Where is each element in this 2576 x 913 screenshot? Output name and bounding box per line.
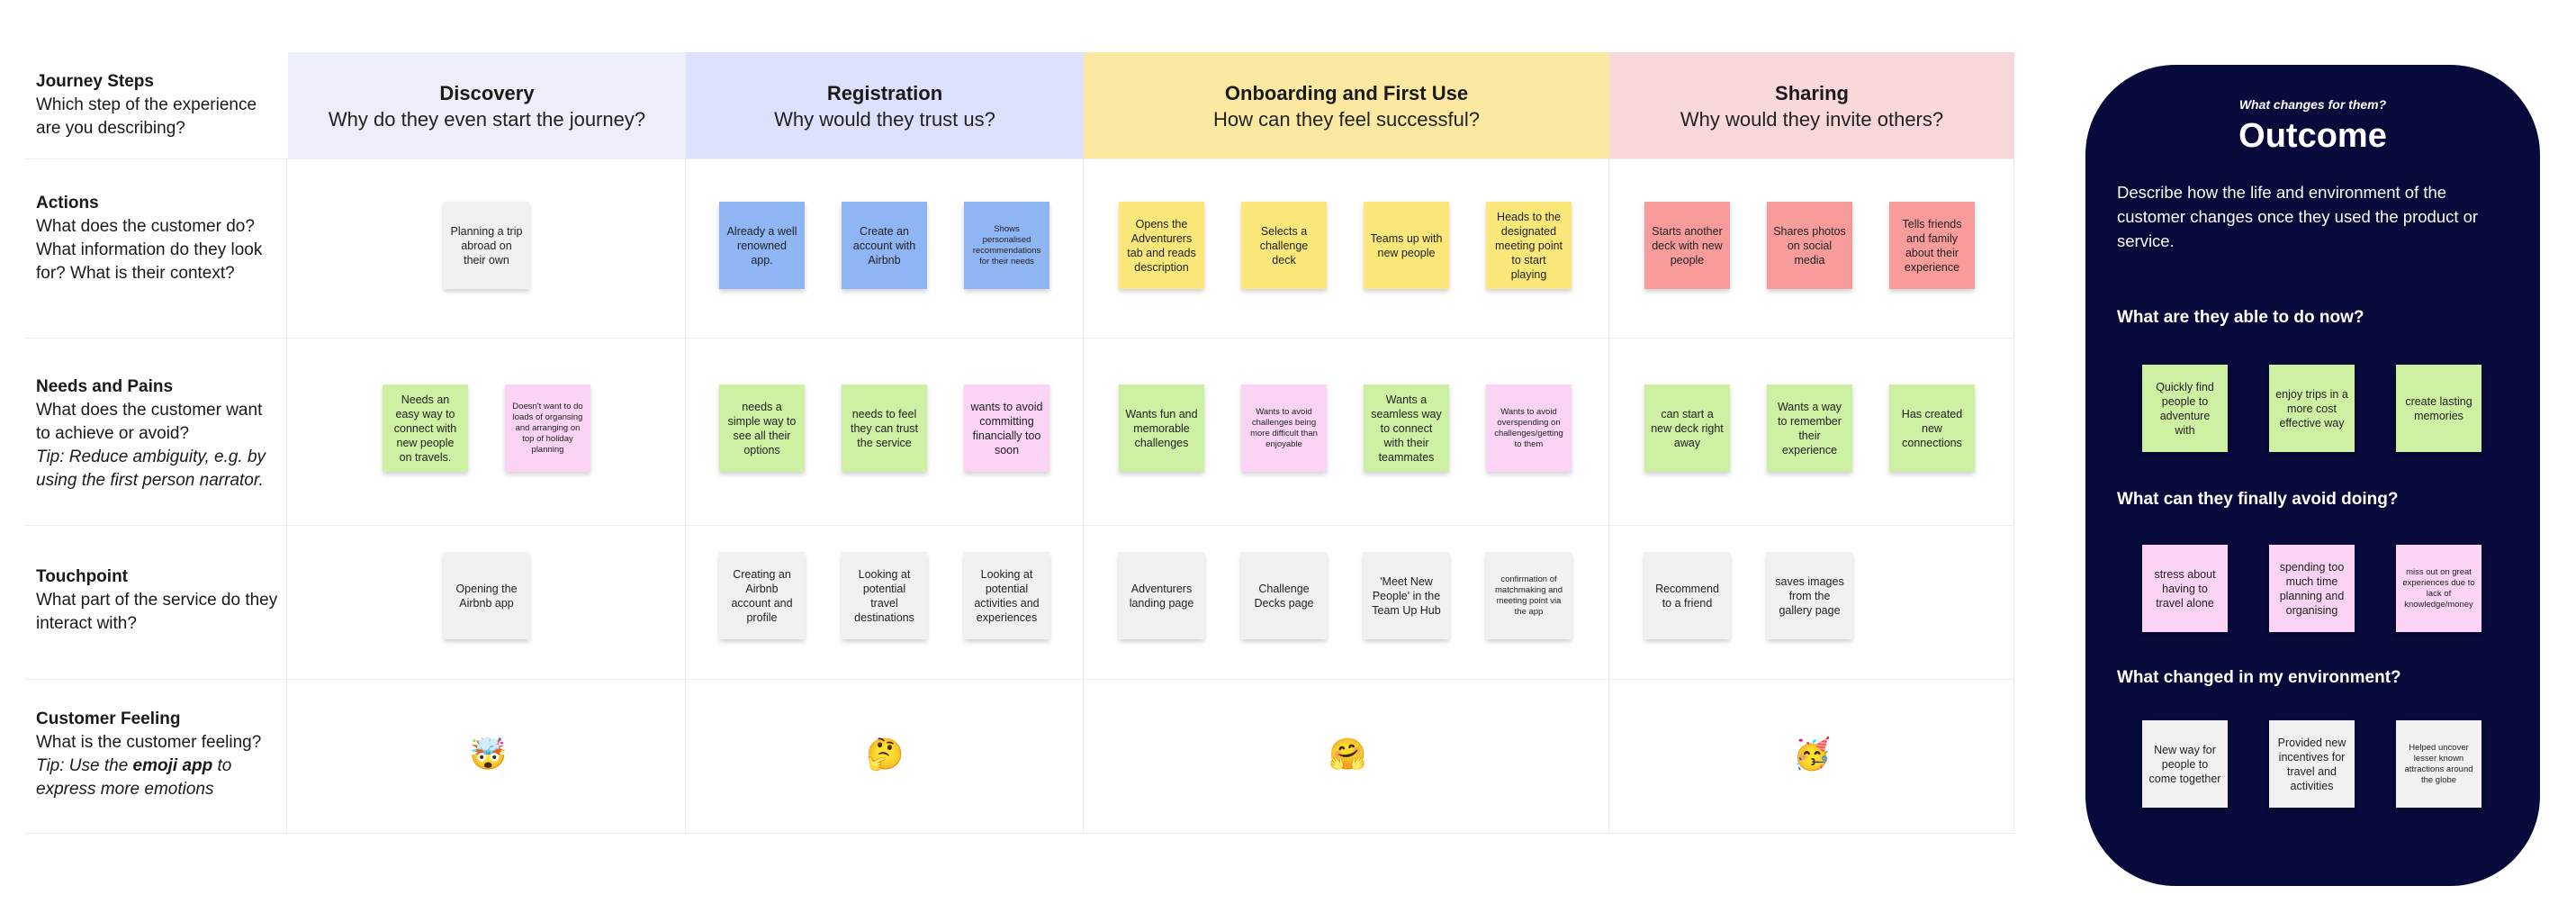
outcome-question-able: What are they able to do now? bbox=[2117, 308, 2364, 327]
sticky-note-outcome-avoid[interactable]: stress about having to travel alone bbox=[2142, 545, 2228, 632]
column-divider bbox=[1083, 158, 1084, 833]
phase-header-sharing: Sharing Why would they invite others? bbox=[1609, 52, 2014, 158]
sticky-note-touchpoint[interactable]: 'Meet New People' in the Team Up Hub bbox=[1364, 552, 1449, 639]
exploding-head-emoji-icon[interactable]: 🤯 bbox=[469, 737, 508, 772]
sticky-note-pain[interactable]: Doesn't want to do loads of organsing an… bbox=[505, 384, 590, 472]
sticky-note-touchpoint[interactable]: Challenge Decks page bbox=[1241, 552, 1327, 639]
sticky-note-outcome-avoid[interactable]: miss out on great experiences due to lac… bbox=[2396, 545, 2481, 632]
sticky-note-action[interactable]: Teams up with new people bbox=[1364, 202, 1449, 289]
phase-header-discovery: Discovery Why do they even start the jou… bbox=[288, 52, 686, 158]
sticky-note-need[interactable]: can start a new deck right away bbox=[1644, 384, 1730, 472]
sticky-note-outcome-environment[interactable]: Provided new incentives for travel and a… bbox=[2269, 720, 2355, 808]
sticky-note-outcome-able[interactable]: create lasting memories bbox=[2396, 365, 2481, 452]
sticky-note-need[interactable]: Has created new connections bbox=[1889, 384, 1975, 472]
outcome-description: Describe how the life and environment of… bbox=[2117, 183, 2479, 250]
sticky-note-action[interactable]: Shows personalised recommendations for t… bbox=[964, 202, 1049, 289]
row-label-actions: Actions What does the customer do? What … bbox=[36, 192, 279, 285]
sticky-note-need[interactable]: Needs an easy way to connect with new pe… bbox=[383, 384, 468, 472]
sticky-note-need[interactable]: Wants a seamless way to connect with the… bbox=[1364, 384, 1449, 472]
outcome-panel: What changes for them? Outcome Describe … bbox=[2085, 65, 2540, 886]
row-title: Actions bbox=[36, 194, 99, 212]
column-divider bbox=[685, 158, 686, 833]
phase-subtitle: Why would they invite others? bbox=[1680, 108, 1944, 131]
sticky-note-action[interactable]: Selects a challenge deck bbox=[1241, 202, 1327, 289]
sticky-note-touchpoint[interactable]: Looking at potential activities and expe… bbox=[964, 552, 1049, 639]
row-divider bbox=[25, 158, 2014, 159]
thinking-face-emoji-icon[interactable]: 🤔 bbox=[866, 737, 905, 772]
tip-text: Tip: Use the bbox=[36, 756, 133, 775]
sticky-note-touchpoint[interactable]: Creating an Airbnb account and profile bbox=[719, 552, 805, 639]
outcome-question-avoid: What can they finally avoid doing? bbox=[2117, 490, 2399, 509]
outcome-title: Outcome bbox=[2238, 117, 2387, 155]
row-label-touchpoint: Touchpoint What part of the service do t… bbox=[36, 565, 279, 636]
outcome-kicker: What changes for them? bbox=[2238, 97, 2387, 112]
row-label-journey-steps: Journey Steps Which step of the experien… bbox=[36, 70, 279, 140]
outcome-question-environment: What changed in my environment? bbox=[2117, 668, 2401, 687]
sticky-note-outcome-avoid[interactable]: spending too much time planning and orga… bbox=[2269, 545, 2355, 632]
sticky-note-touchpoint[interactable]: Looking at potential travel destinations bbox=[842, 552, 927, 639]
phase-subtitle: How can they feel successful? bbox=[1213, 108, 1480, 131]
phase-title: Onboarding and First Use bbox=[1224, 82, 1469, 104]
sticky-note-action[interactable]: Starts another deck with new people bbox=[1644, 202, 1730, 289]
emoji-app-link[interactable]: emoji app bbox=[132, 756, 213, 775]
sticky-note-action[interactable]: Create an account with Airbnb bbox=[842, 202, 927, 289]
row-divider bbox=[25, 525, 2014, 526]
phase-title: Sharing bbox=[1775, 82, 1849, 104]
sticky-note-need[interactable]: needs to feel they can trust the service bbox=[842, 384, 927, 472]
partying-face-emoji-icon[interactable]: 🥳 bbox=[1793, 737, 1832, 772]
sticky-note-pain[interactable]: wants to avoid committing financially to… bbox=[964, 384, 1049, 472]
column-divider bbox=[2013, 158, 2014, 833]
row-tip: Tip: Use the emoji app to express more e… bbox=[36, 755, 279, 801]
sticky-note-action[interactable]: Tells friends and family about their exp… bbox=[1889, 202, 1975, 289]
sticky-note-outcome-environment[interactable]: Helped uncover lesser known attractions … bbox=[2396, 720, 2481, 808]
row-title: Journey Steps bbox=[36, 72, 154, 91]
sticky-note-pain[interactable]: Wants to avoid challenges being more dif… bbox=[1241, 384, 1327, 472]
row-title: Needs and Pains bbox=[36, 377, 174, 396]
sticky-note-outcome-environment[interactable]: New way for people to come together bbox=[2142, 720, 2228, 808]
phase-header-registration: Registration Why would they trust us? bbox=[686, 52, 1084, 158]
phase-header-onboarding: Onboarding and First Use How can they fe… bbox=[1084, 52, 1609, 158]
sticky-note-need[interactable]: needs a simple way to see all their opti… bbox=[719, 384, 805, 472]
sticky-note-outcome-able[interactable]: enjoy trips in a more cost effective way bbox=[2269, 365, 2355, 452]
row-divider bbox=[25, 338, 2014, 339]
sticky-note-action[interactable]: Planning a trip abroad on their own bbox=[444, 202, 529, 289]
sticky-note-touchpoint[interactable]: saves images from the gallery page bbox=[1767, 552, 1852, 639]
phase-title: Registration bbox=[826, 82, 943, 104]
sticky-note-action[interactable]: Heads to the designated meeting point to… bbox=[1486, 202, 1572, 289]
row-label-customer-feeling: Customer Feeling What is the customer fe… bbox=[36, 708, 279, 801]
row-title: Touchpoint bbox=[36, 567, 129, 586]
sticky-note-pain[interactable]: Wants to avoid overspending on challenge… bbox=[1486, 384, 1572, 472]
row-description: What does the customer do? What informat… bbox=[36, 217, 263, 283]
row-description: What is the customer feeling? bbox=[36, 733, 262, 752]
hugging-face-emoji-icon[interactable]: 🤗 bbox=[1329, 737, 1367, 772]
sticky-note-action[interactable]: Shares photos on social media bbox=[1767, 202, 1852, 289]
sticky-note-touchpoint[interactable]: Adventurers landing page bbox=[1119, 552, 1204, 639]
sticky-note-action[interactable]: Already a well renowned app. bbox=[719, 202, 805, 289]
row-description: What part of the service do they interac… bbox=[36, 591, 278, 633]
sticky-note-outcome-able[interactable]: Quickly find people to adventure with bbox=[2142, 365, 2228, 452]
phase-subtitle: Why do they even start the journey? bbox=[328, 108, 646, 131]
row-label-needs-and-pains: Needs and Pains What does the customer w… bbox=[36, 375, 279, 493]
sticky-note-touchpoint[interactable]: Opening the Airbnb app bbox=[444, 552, 529, 639]
sticky-note-touchpoint[interactable]: Recommend to a friend bbox=[1644, 552, 1730, 639]
row-tip: Tip: Reduce ambiguity, e.g. by using the… bbox=[36, 447, 266, 490]
sticky-note-action[interactable]: Opens the Adventurers tab and reads desc… bbox=[1119, 202, 1204, 289]
sticky-note-need[interactable]: Wants a way to remember their experience bbox=[1767, 384, 1852, 472]
sticky-note-need[interactable]: Wants fun and memorable challenges bbox=[1119, 384, 1204, 472]
row-divider bbox=[25, 679, 2014, 680]
tip-text: to express more emotions bbox=[36, 756, 232, 799]
row-title: Customer Feeling bbox=[36, 710, 181, 728]
phase-subtitle: Why would they trust us? bbox=[774, 108, 995, 131]
row-divider bbox=[25, 833, 2014, 834]
sticky-note-touchpoint[interactable]: confirmation of matchmaking and meeting … bbox=[1486, 552, 1572, 639]
phase-title: Discovery bbox=[439, 82, 535, 104]
row-description: What does the customer want to achieve o… bbox=[36, 401, 263, 443]
column-divider bbox=[286, 158, 287, 833]
row-description: Which step of the experience are you des… bbox=[36, 95, 257, 138]
column-divider bbox=[1608, 158, 1609, 833]
